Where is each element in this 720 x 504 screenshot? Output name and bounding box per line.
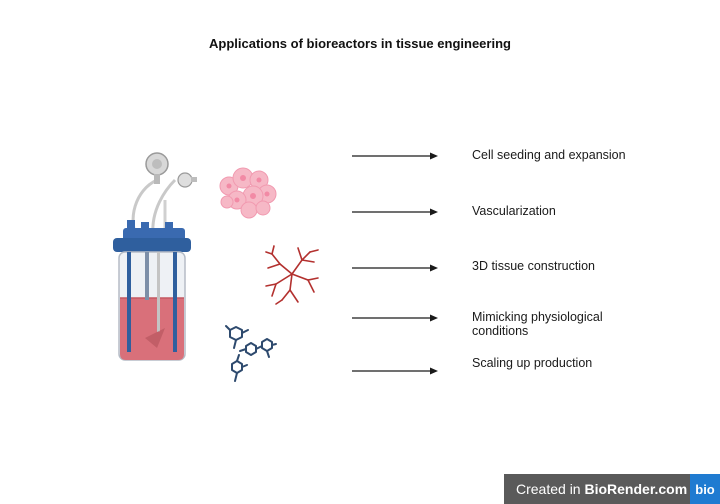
arrow-icon <box>352 208 438 216</box>
molecules-icon <box>225 325 277 382</box>
application-label-scaling-up: Scaling up production <box>472 356 593 370</box>
badge-text: Created in BioRender.com <box>516 481 688 497</box>
arrow-icon <box>352 314 438 322</box>
arrow-icon <box>352 367 438 375</box>
application-label-vascularization: Vascularization <box>472 204 556 218</box>
application-label-3d-tissue: 3D tissue construction <box>472 259 595 273</box>
cell-cluster-icon <box>219 167 277 219</box>
diagram-title: Applications of bioreactors in tissue en… <box>209 36 511 51</box>
vascular-network-icon <box>265 245 319 305</box>
biorender-badge[interactable]: Created in BioRender.com bio <box>504 474 720 504</box>
arrow-icon <box>352 264 438 272</box>
biorender-logo-icon: bio <box>690 474 720 504</box>
application-label-physiological: Mimicking physiological conditions <box>472 310 603 338</box>
arrow-icon <box>352 152 438 160</box>
bioreactor-icon <box>113 152 197 361</box>
application-label-cell-seeding: Cell seeding and expansion <box>472 148 626 162</box>
